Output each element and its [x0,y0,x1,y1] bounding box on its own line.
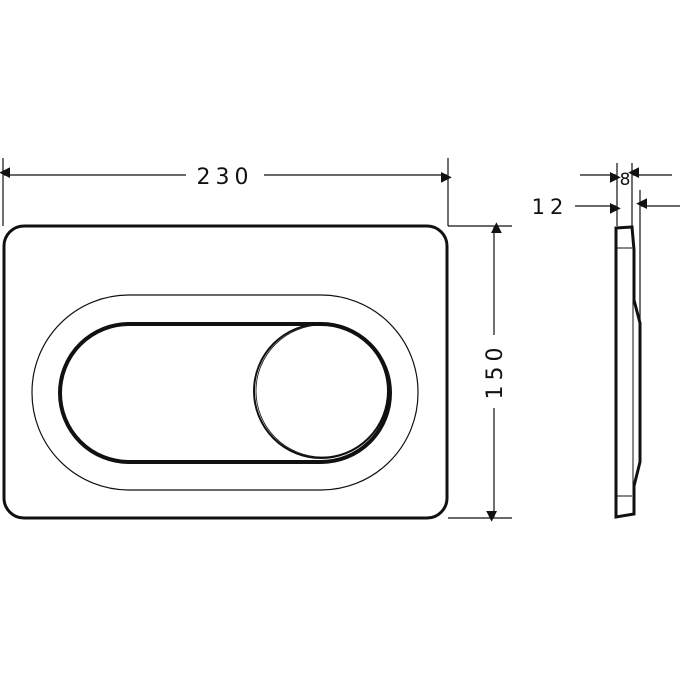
width-label: 230 [197,165,254,190]
depth-12-label: 12 [532,195,569,219]
depth-dimensions [575,163,680,320]
outer-oval [31,294,419,491]
side-view [614,225,642,519]
height-label: 150 [483,343,508,400]
depth-8-label: 8 [620,170,631,190]
flush-button-large[interactable] [58,322,392,464]
width-dimension [0,158,452,226]
front-view [2,224,449,520]
height-dimension [448,222,512,522]
plate-outline [2,224,449,520]
side-profile [614,225,642,519]
flush-button-small-edge [255,324,389,458]
